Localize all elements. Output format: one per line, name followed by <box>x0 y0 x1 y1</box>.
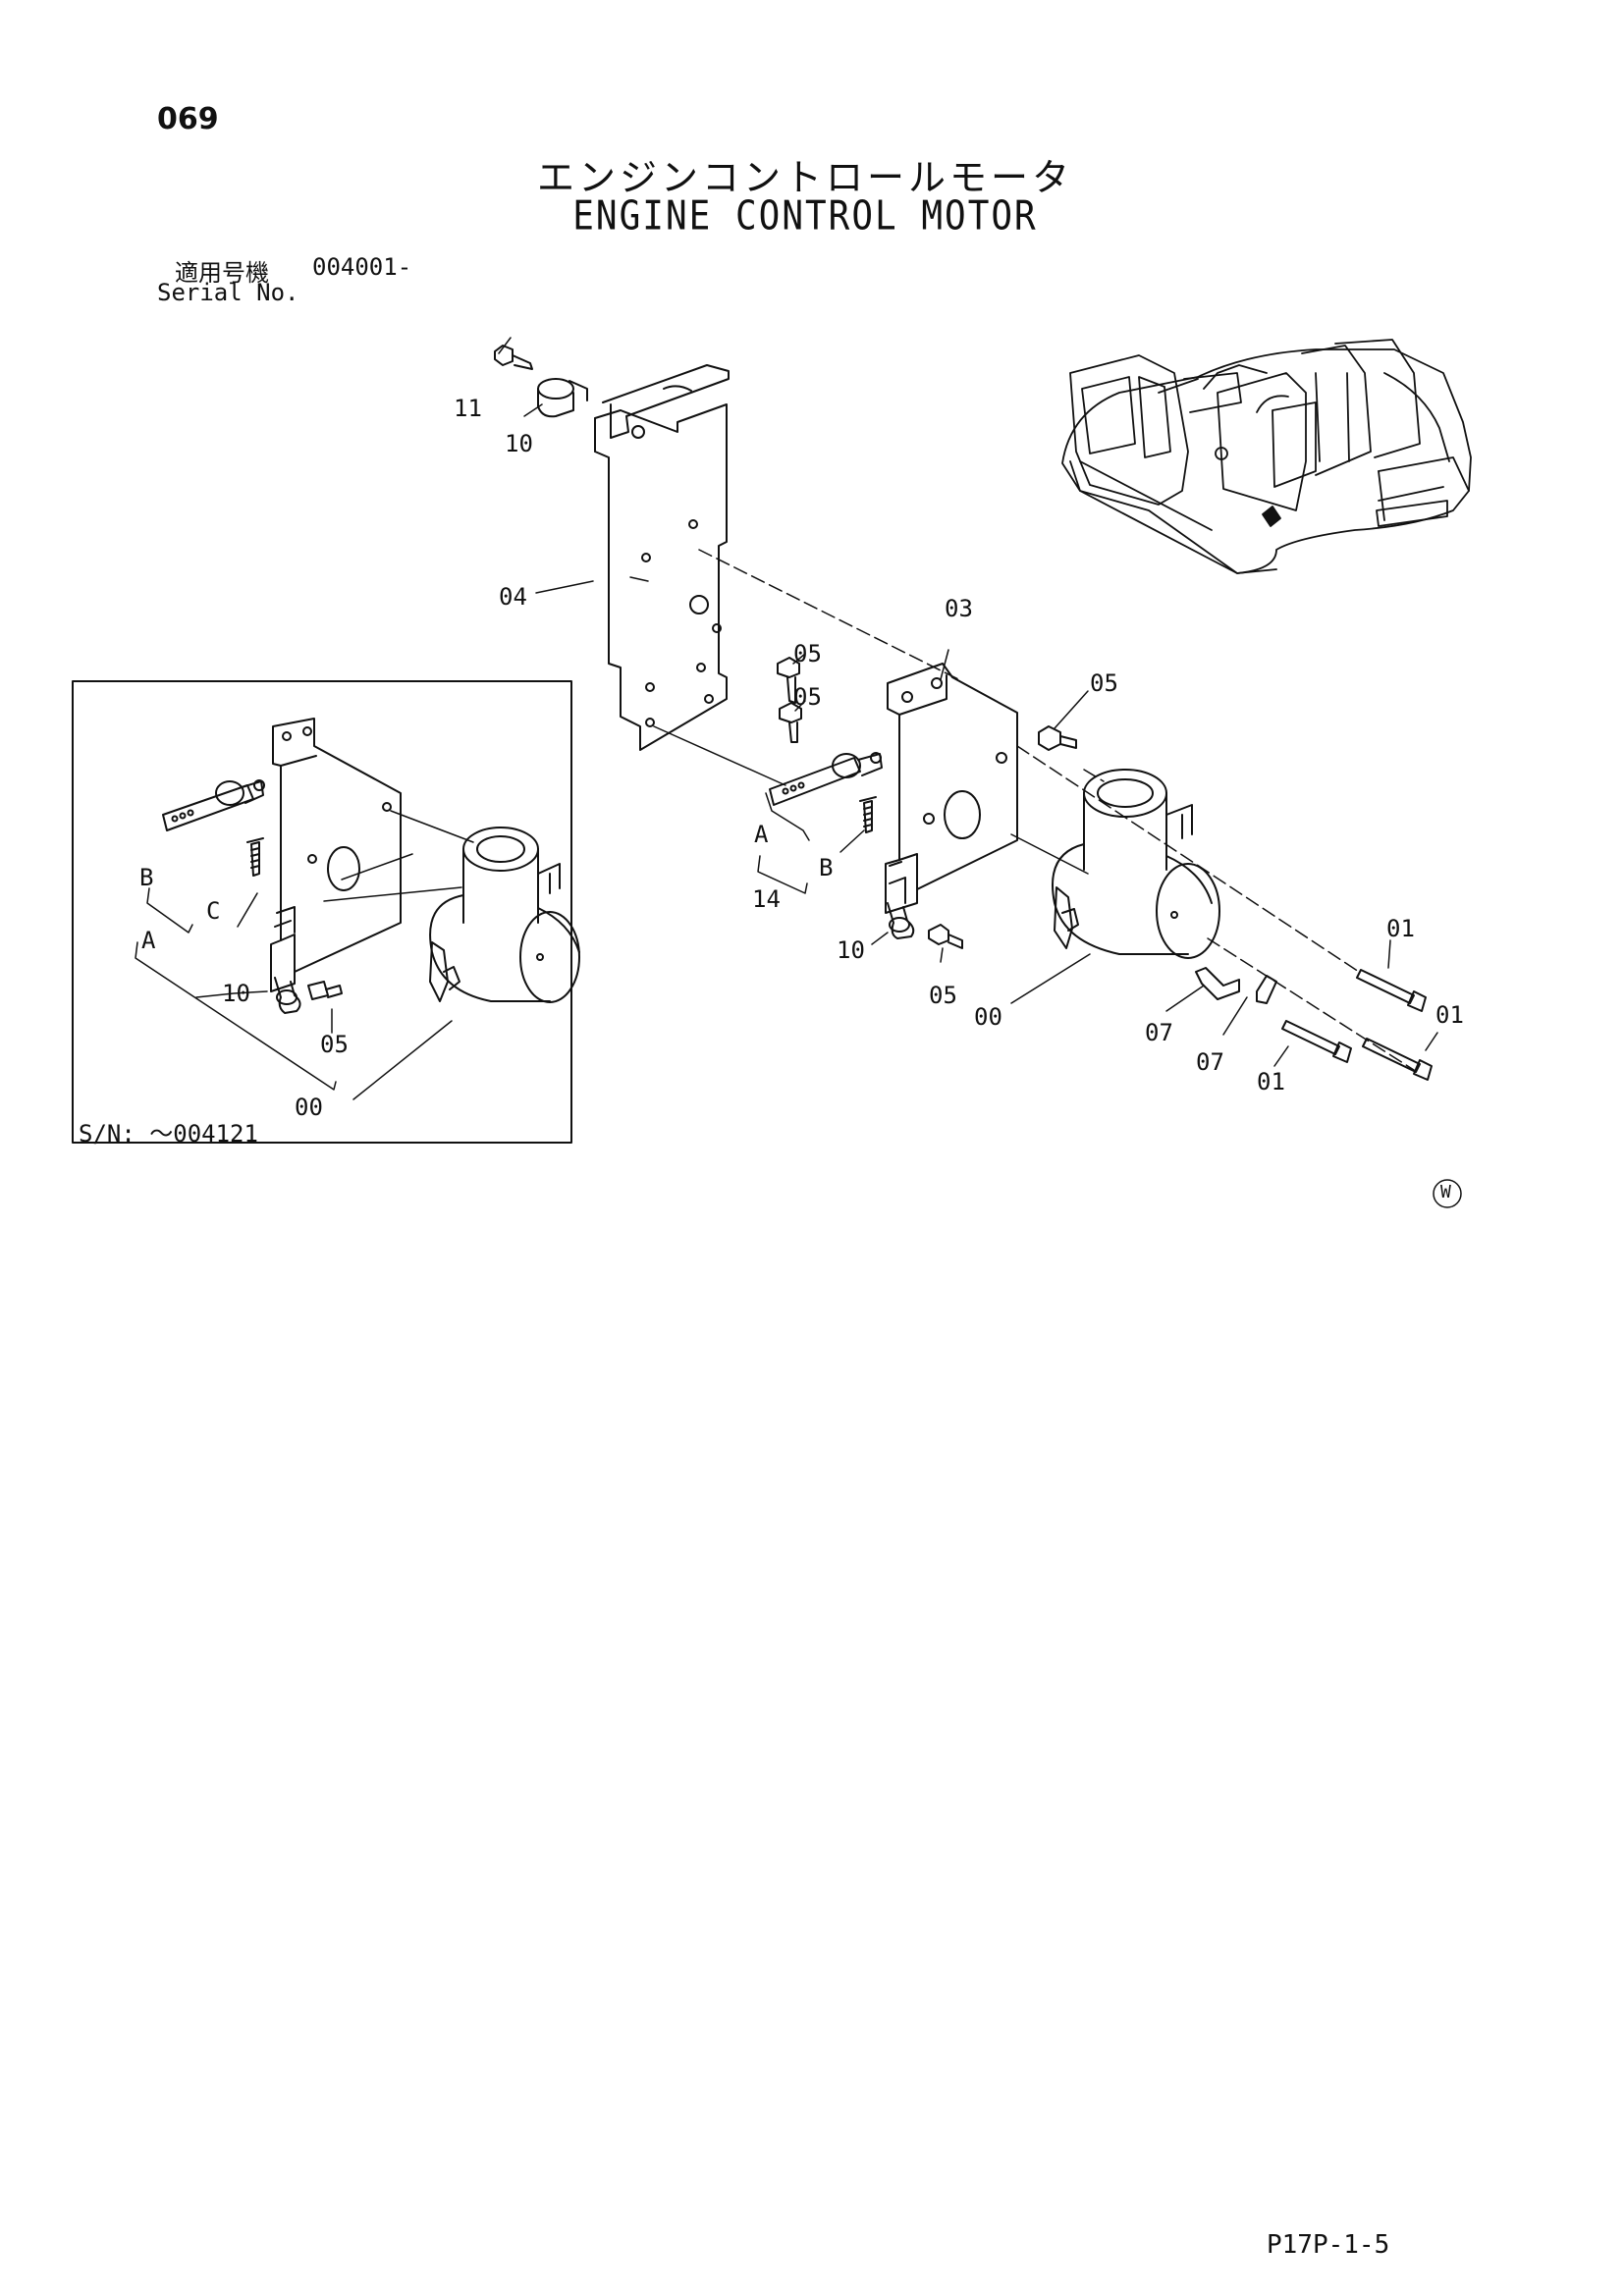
label-part-05-a: 05 <box>793 640 822 667</box>
main-part-leaders <box>498 337 1438 1071</box>
serial-label-english: Serial No. <box>157 279 299 306</box>
bolt-05-lower <box>928 924 963 949</box>
machine-overview <box>1061 339 1472 574</box>
inset-lever <box>162 779 265 831</box>
clip-07-b <box>1256 975 1277 1004</box>
clip-07-a <box>1195 967 1240 1000</box>
watermark-circle <box>1433 1179 1462 1208</box>
plate-04 <box>594 364 730 751</box>
main-leaders <box>629 549 963 786</box>
label-part-07-a: 07 <box>1145 1019 1173 1046</box>
clamp-10-lower <box>887 902 915 939</box>
label-part-14: 14 <box>752 885 781 913</box>
footer-code: P17P-1-5 <box>1267 2230 1390 2260</box>
label-a: A <box>754 821 769 848</box>
inset-leaders <box>135 810 474 1100</box>
screw-01-upper <box>1356 969 1427 1012</box>
bolt-11 <box>494 345 533 370</box>
label-part-03: 03 <box>945 595 973 622</box>
page-number: 069 <box>157 102 219 136</box>
inset-bracket <box>270 718 402 992</box>
label-part-05-c: 05 <box>1090 669 1118 697</box>
screw-b <box>859 796 877 833</box>
bolt-05-middle <box>779 702 802 743</box>
screw-01-middle <box>1281 1020 1352 1063</box>
inset-screw <box>246 837 264 877</box>
inset-bolt <box>307 981 343 1000</box>
inset-label-c: C <box>206 897 221 925</box>
clamp-10-top <box>537 378 588 418</box>
motor-00 <box>1052 769 1220 959</box>
label-part-10-top: 10 <box>505 430 533 457</box>
inset-label-05: 05 <box>320 1031 349 1058</box>
label-part-10-lower: 10 <box>837 936 865 964</box>
bolt-05-upper <box>777 657 800 704</box>
bolt-05-right <box>1038 725 1077 751</box>
label-part-01-c: 01 <box>1257 1068 1285 1095</box>
label-part-05-b: 05 <box>793 683 822 711</box>
label-part-04: 04 <box>499 583 527 611</box>
lever <box>769 752 883 806</box>
label-part-07-b: 07 <box>1196 1048 1224 1076</box>
inset-label-a: A <box>141 927 156 954</box>
label-part-01-b: 01 <box>1435 1001 1464 1029</box>
inset-label-b: B <box>139 864 154 891</box>
watermark-letter: W <box>1440 1182 1451 1202</box>
label-part-00: 00 <box>974 1003 1002 1031</box>
title-japanese: エンジンコントロールモータ <box>536 156 1073 199</box>
serial-label-japanese: 適用号機 <box>175 259 269 287</box>
inset-frame <box>72 680 572 1144</box>
label-part-11: 11 <box>454 395 482 422</box>
inset-motor <box>429 827 580 1003</box>
label-b: B <box>819 854 834 881</box>
inset-label-00: 00 <box>295 1094 323 1121</box>
label-part-05-lower: 05 <box>929 982 957 1009</box>
screw-01-lower <box>1362 1038 1433 1081</box>
inset-label-10: 10 <box>222 980 250 1007</box>
bracket-03 <box>885 663 1018 914</box>
label-part-01-a: 01 <box>1386 915 1415 942</box>
inset-clamp <box>274 977 301 1014</box>
serial-value: 004001- <box>312 253 412 281</box>
title-english: ENGINE CONTROL MOTOR <box>572 192 1038 240</box>
inset-serial-note: S/N: ～004121 <box>79 1120 258 1148</box>
